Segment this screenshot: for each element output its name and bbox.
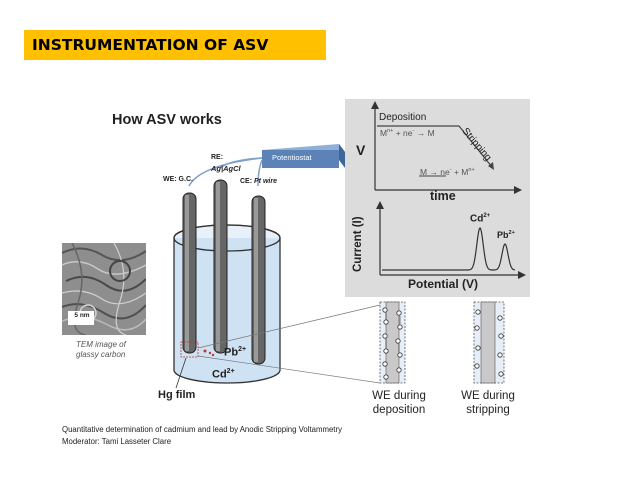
pb-ion-charge: 2+ [238, 346, 247, 353]
footer-line-2: Moderator: Tami Lasseter Clare [62, 437, 172, 446]
re-label: RE: [211, 154, 224, 161]
plot-panel [345, 99, 530, 297]
current-ylabel: Current (I) [352, 216, 364, 272]
eq-dep-sup: n+ [387, 128, 394, 135]
working-electrode [182, 192, 197, 354]
slide-title-banner: INSTRUMENTATION OF ASV [24, 30, 326, 60]
we-stripping-illustration [473, 301, 505, 384]
cd-peak-label: Cd2+ [470, 213, 490, 224]
diagram-heading: How ASV works [112, 112, 222, 128]
hg-film-label: Hg film [158, 389, 196, 401]
eq-strip-2: + M [451, 167, 469, 177]
vt-ylabel: V [356, 142, 366, 158]
we-label: WE: G.C. [163, 176, 193, 183]
ce-label-text: CE: [240, 178, 253, 185]
we-stripping-caption-1: WE during [461, 390, 515, 402]
deposition-label: Deposition [379, 112, 427, 123]
eq-dep-2: + ne [393, 128, 413, 138]
eq-strip-1: M → ne [420, 167, 450, 177]
we-deposition-caption-2: deposition [372, 404, 426, 416]
vt-xlabel: time [430, 189, 456, 203]
cd-ion-label: Cd2+ [212, 368, 235, 381]
tem-scale-label: 5 nm [74, 312, 90, 319]
voltammogram-plot [376, 201, 526, 279]
we-deposition-illustration [379, 301, 406, 384]
counter-electrode [251, 195, 266, 365]
potentiostat-box [262, 144, 345, 168]
pb-peak: Pb [497, 230, 509, 240]
footer-line-1: Quantitative determination of cadmium an… [62, 425, 342, 434]
potential-xlabel: Potential (V) [408, 277, 479, 291]
tem-image [62, 243, 146, 335]
eq-dep-sup2: - [412, 128, 415, 135]
cd-ion: Cd [212, 368, 227, 381]
vt-plot [371, 101, 522, 194]
pb-ion-label: Pb2+ [224, 346, 246, 359]
pb-ion: Pb [224, 346, 239, 359]
tem-caption-2: glassy carbon [76, 350, 126, 359]
re-sublabel: Ag|AgCl [211, 164, 241, 173]
potentiostat-label: Potentiostat [272, 153, 312, 162]
eq-dep-1: M [380, 128, 388, 138]
pb-peak-label: Pb2+ [497, 230, 515, 240]
eq-strip-sup2: n+ [468, 167, 475, 174]
eq-dep-3: → M [414, 128, 435, 138]
slide-title: INSTRUMENTATION OF ASV [32, 36, 269, 54]
ce-label: CE: Pt wire [240, 178, 277, 185]
ce-sublabel: Pt wire [254, 178, 277, 185]
eq-strip-sup: - [449, 167, 452, 174]
we-stripping-caption-2: stripping [466, 404, 510, 416]
deposition-equation: Mn+ + ne- → M [380, 128, 435, 138]
reference-electrode [213, 179, 228, 354]
cd-peak-charge: 2+ [483, 213, 491, 219]
cd-peak: Cd [470, 213, 484, 225]
pb-peak-charge: 2+ [508, 230, 515, 236]
we-deposition-caption-1: WE during [372, 390, 426, 402]
stripping-curve [382, 227, 516, 271]
stripping-equation: M → ne- + Mn+ [420, 167, 475, 177]
tem-caption-1: TEM image of [76, 340, 126, 349]
cd-ion-charge: 2+ [226, 368, 235, 375]
